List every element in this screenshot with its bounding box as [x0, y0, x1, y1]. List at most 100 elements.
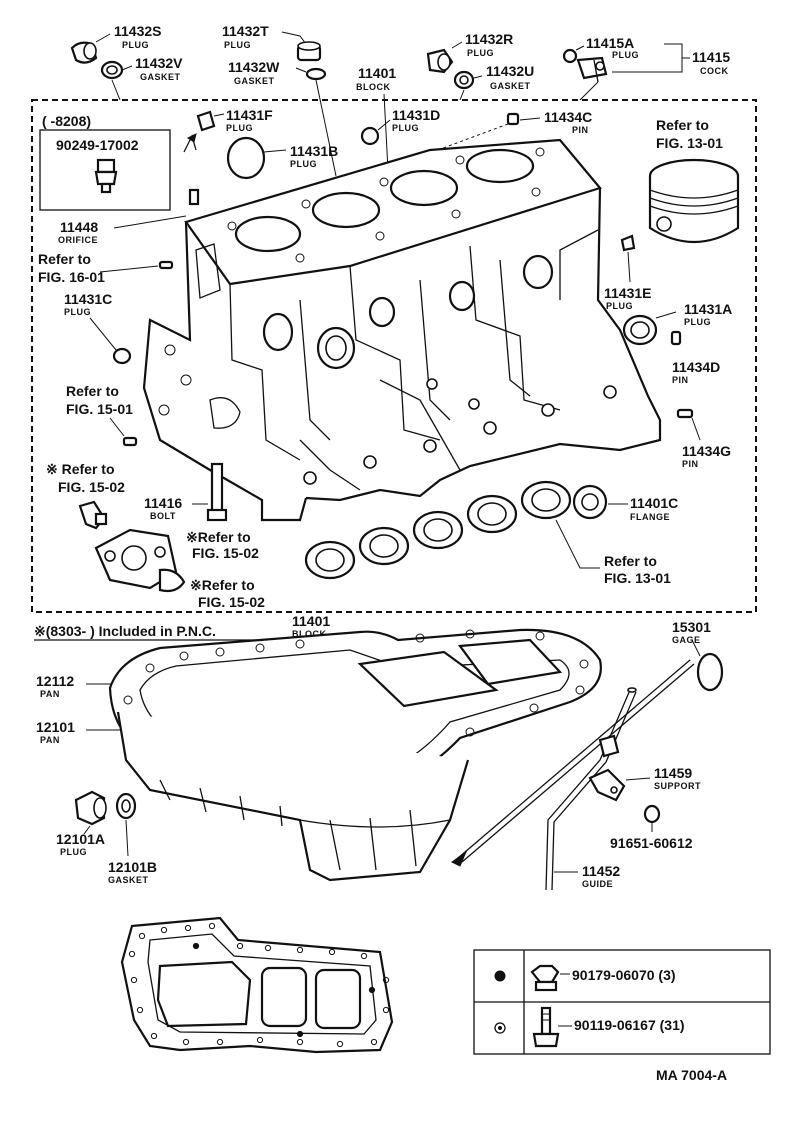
oil-pan-drawing — [108, 628, 602, 882]
label-15301-name: GAGE — [672, 635, 701, 645]
label-11431e-name: PLUG — [606, 301, 633, 311]
label-11432r-name: PLUG — [467, 48, 494, 58]
label-11431a-name: PLUG — [684, 317, 711, 327]
plug-11431f-drawing — [196, 110, 216, 132]
label-11415a-name: PLUG — [612, 50, 639, 60]
support-11459-drawing — [588, 768, 626, 802]
nut-90179-drawing — [530, 964, 560, 992]
pnc-note: ※(8303- ) Included in P.N.C. — [34, 623, 216, 639]
figure-code: MA 7004-A — [656, 1067, 727, 1083]
bolt-11416-drawing — [206, 462, 228, 522]
cock-11415-drawing — [562, 48, 608, 83]
pin-16-01-drawing — [158, 260, 174, 270]
label-11432t-number: 11432T — [222, 23, 269, 39]
sensor-15-02-drawing — [78, 500, 108, 530]
dipstick-gage-drawing — [451, 652, 724, 867]
pin-15-01-drawing — [122, 436, 138, 447]
open-dot-icon — [494, 1022, 506, 1034]
pnc-note-name: BLOCK — [292, 629, 327, 639]
piston-drawing — [648, 158, 740, 244]
label-11432r-number: 11432R — [465, 31, 513, 47]
label-11432t-name: PLUG — [224, 40, 251, 50]
label-11431b-number: 11431B — [290, 143, 338, 159]
legend-row-2-part: 90119-06167 (31) — [574, 1017, 685, 1033]
label-11448-name: ORIFICE — [58, 235, 98, 245]
oil-pump-drawing — [94, 528, 186, 593]
label-11452-name: GUIDE — [582, 879, 613, 889]
sender-90249-drawing — [94, 158, 118, 194]
drain-plug-12101a-drawing — [74, 790, 107, 826]
label-12101a-name: PLUG — [60, 847, 87, 857]
pin-11434c-drawing — [506, 112, 520, 126]
label-11434d-number: 11434D — [672, 359, 720, 375]
label-11401-name: BLOCK — [356, 82, 391, 92]
ref-fig-15-02-a-line2: FIG. 15-02 — [58, 479, 125, 495]
stud-90119-drawing — [532, 1006, 560, 1048]
label-11432s-name: PLUG — [122, 40, 149, 50]
label-11432w-name: GASKET — [234, 76, 275, 86]
gasket-11432u-drawing — [453, 70, 475, 90]
inset-date-range: ( -8208) — [42, 113, 91, 129]
label-11431d-number: 11431D — [392, 107, 440, 123]
gasket-11432v-drawing — [100, 60, 124, 80]
ref-fig-15-02-c-line2: FIG. 15-02 — [198, 594, 265, 610]
bolt-91651-drawing — [643, 804, 661, 824]
ref-fig-13-01-bottom-line1: Refer to — [604, 553, 657, 569]
ref-fig-15-02-b-line1: ※Refer to — [186, 529, 251, 545]
ref-fig-15-02-b-line2: FIG. 15-02 — [192, 545, 259, 561]
label-11401c-number: 11401C — [630, 495, 678, 511]
label-11415a-number: 11415A — [586, 35, 634, 51]
plug-11431a-drawing — [622, 314, 658, 346]
filled-dot-icon — [494, 970, 506, 982]
pnc-note-number: 11401 — [292, 613, 330, 629]
pin-11434g-drawing — [676, 408, 694, 419]
inset-box — [39, 129, 171, 211]
ref-fig-13-01-top-line2: FIG. 13-01 — [656, 135, 723, 151]
label-11431c-name: PLUG — [64, 307, 91, 317]
label-12101-number: 12101 — [36, 719, 75, 735]
fastener-legend: 90179-06070 (3) 90119-06167 (31) — [473, 949, 771, 1055]
label-11416-number: 11416 — [144, 495, 182, 511]
plug-11431e-drawing — [620, 234, 636, 252]
label-11431a-number: 11431A — [684, 301, 732, 317]
label-11459-name: SUPPORT — [654, 781, 701, 791]
label-11432s-number: 11432S — [114, 23, 162, 39]
plug-11431c-drawing — [112, 347, 132, 365]
label-11431b-name: PLUG — [290, 159, 317, 169]
label-11401-number: 11401 — [358, 65, 396, 81]
label-11431c-number: 11431C — [64, 291, 112, 307]
label-15301-number: 15301 — [672, 619, 711, 635]
ref-fig-16-01-line1: Refer to — [38, 251, 91, 267]
label-11432u-number: 11432U — [486, 63, 534, 79]
label-11415-name: COCK — [700, 66, 729, 76]
label-11415-number: 11415 — [692, 49, 730, 65]
plug-11432t-drawing — [296, 41, 322, 62]
label-11431f-number: 11431F — [226, 107, 273, 123]
label-11434d-name: PIN — [672, 375, 689, 385]
label-11448-number: 11448 — [60, 219, 98, 235]
ref-fig-13-01-top-line1: Refer to — [656, 117, 709, 133]
label-12112-number: 12112 — [36, 673, 74, 689]
label-11434c-name: PIN — [572, 125, 589, 135]
label-11431e-number: 11431E — [604, 285, 652, 301]
inset-part-number: 90249-17002 — [56, 137, 139, 153]
label-12101b-name: GASKET — [108, 875, 149, 885]
label-11452-number: 11452 — [582, 863, 620, 879]
label-11434g-number: 11434G — [682, 443, 731, 459]
ref-fig-15-02-a-line1: ※ Refer to — [46, 461, 115, 477]
plug-11432r-drawing — [426, 48, 454, 74]
orifice-11448-drawing — [188, 188, 200, 206]
oil-pan-gasket-drawing — [120, 916, 394, 1054]
label-11432v-name: GASKET — [140, 72, 181, 82]
label-11432w-number: 11432W — [228, 59, 280, 75]
label-11416-name: BOLT — [150, 511, 176, 521]
plug-11432s-drawing — [70, 41, 98, 64]
label-11401c-name: FLANGE — [630, 512, 670, 522]
label-11434c-number: 11434C — [544, 109, 592, 125]
flange-11401c-drawing — [572, 484, 608, 520]
label-11431f-name: PLUG — [226, 123, 253, 133]
pin-11434d-drawing — [670, 330, 682, 346]
ref-fig-15-01-line1: Refer to — [66, 383, 119, 399]
label-11432u-name: GASKET — [490, 81, 531, 91]
